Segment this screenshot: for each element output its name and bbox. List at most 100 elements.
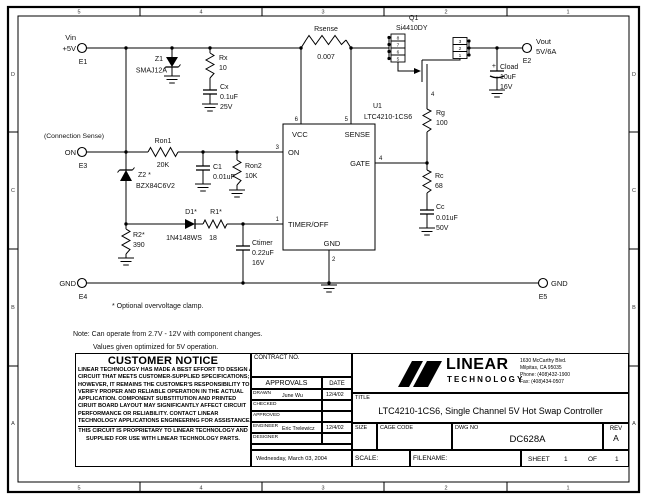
u1-pin-number-2: 2 bbox=[332, 257, 336, 263]
cc-value: 0.01uF bbox=[436, 215, 458, 222]
cage-code-cell: CAGE CODE bbox=[377, 423, 452, 450]
q1-pin-left: 5 bbox=[397, 57, 400, 63]
zone-row-label: C bbox=[11, 188, 15, 194]
q1-part: Si4410DY bbox=[396, 25, 428, 32]
e3-ref: E3 bbox=[79, 163, 88, 170]
approval-row-designer: DESIGNER bbox=[251, 433, 322, 444]
ctimer-ref: Ctimer bbox=[252, 240, 273, 247]
approval-date: 12/4/02 bbox=[326, 425, 344, 431]
ron2-ref: Ron2 bbox=[245, 163, 262, 170]
role-label: APPROVED bbox=[253, 413, 280, 418]
component-cc: Cc 0.01uF 50V bbox=[420, 204, 458, 232]
terminal-e3: (Connection Sense) ON E3 bbox=[44, 133, 104, 170]
component-rsense: Rsense 0.007 bbox=[305, 26, 347, 61]
approval-row-engineer: ENGINEER Eric Trelewicz bbox=[251, 422, 322, 433]
zone-row-label: B bbox=[11, 305, 15, 311]
component-ctimer: Ctimer 0.22uF 16V bbox=[236, 240, 274, 267]
customer-notice-title: CUSTOMER NOTICE bbox=[107, 355, 219, 367]
ron1-value: 20K bbox=[157, 162, 170, 169]
u1-pin-number-3: 3 bbox=[276, 145, 280, 151]
u1-ref: U1 bbox=[373, 103, 382, 110]
zone-col-label: 4 bbox=[199, 10, 202, 16]
rg-value: 100 bbox=[436, 120, 448, 127]
e2-name: Vout bbox=[536, 37, 552, 46]
zone-row-label: A bbox=[11, 421, 15, 427]
approval-date-approved bbox=[322, 411, 352, 422]
e4-ref: E4 bbox=[79, 294, 88, 301]
d1-ref: D1* bbox=[185, 209, 197, 216]
rev-value: A bbox=[613, 433, 619, 443]
component-cload: + Cload 10uF 16V bbox=[489, 63, 518, 91]
company-address-line: Phone: (408)432-1900 bbox=[520, 372, 571, 378]
sheet-of-label: OF bbox=[588, 456, 598, 463]
sheet-number: 1 bbox=[564, 456, 568, 463]
approval-row-drawn: DRAWN June Wu bbox=[251, 389, 322, 400]
notice-footer-line: THIS CIRCUIT IS PROPRIETARY TO LINEAR TE… bbox=[78, 428, 248, 435]
approval-date-designer bbox=[322, 433, 352, 444]
d1-value: 1N4148WS bbox=[166, 235, 202, 242]
company-address-line: Milpitas, CA 95035 bbox=[520, 365, 562, 371]
zone-row-label: A bbox=[632, 421, 636, 427]
zone-col-label: 5 bbox=[77, 10, 80, 16]
title-label: TITLE bbox=[355, 395, 370, 401]
sheet-total: 1 bbox=[615, 456, 619, 463]
ctimer-rating: 16V bbox=[252, 260, 265, 267]
c1-ref: C1 bbox=[213, 164, 222, 171]
zone-row-label: D bbox=[11, 72, 15, 78]
zone-col-label: 2 bbox=[444, 10, 447, 16]
approval-row-approved: APPROVED bbox=[251, 411, 322, 422]
dwg-no-label: DWG NO bbox=[455, 425, 479, 431]
component-cx: Cx 0.1uF 25V bbox=[203, 84, 238, 111]
z2-ref: Z2 * bbox=[138, 172, 151, 179]
rsense-value: 0.007 bbox=[317, 54, 335, 61]
r1-value: 18 bbox=[209, 235, 217, 242]
cx-ref: Cx bbox=[220, 84, 229, 91]
q1-gate-pin-number: 4 bbox=[431, 92, 435, 98]
u1-pin-timer: TIMER/OFF bbox=[288, 220, 329, 229]
z2-value: BZX84C6V2 bbox=[136, 183, 175, 190]
r2-ref: R2* bbox=[133, 232, 145, 239]
junction-dots bbox=[124, 35, 499, 285]
approver-name: June Wu bbox=[282, 393, 303, 399]
approval-date-engineer: 12/4/02 bbox=[322, 422, 352, 433]
e2-rating: 5V/6A bbox=[536, 47, 556, 56]
zone-labels: 5 4 3 2 1 5 4 3 2 1 D C B A D C B A bbox=[11, 10, 636, 492]
company-cell: LINEAR TECHNOLOGY 1630 McCarthy Blvd. Mi… bbox=[352, 353, 629, 393]
component-rx: Rx 10 bbox=[204, 52, 228, 79]
ground-symbols bbox=[117, 75, 506, 293]
wires bbox=[86, 39, 539, 284]
component-r2: R2* 390 bbox=[120, 228, 145, 255]
u1-pin-vcc: VCC bbox=[292, 130, 308, 139]
e2-ref: E2 bbox=[523, 58, 532, 65]
company-name-line2: TECHNOLOGY bbox=[447, 375, 525, 384]
sheet-border bbox=[6, 5, 641, 494]
zone-col-label: 4 bbox=[199, 486, 202, 492]
cx-value: 0.1uF bbox=[220, 94, 238, 101]
sheet-cell: SHEET 1 OF 1 bbox=[521, 450, 629, 467]
cload-value: 10uF bbox=[500, 74, 516, 81]
q1-pin-left: 7 bbox=[397, 43, 400, 49]
u1-pin-sense: SENSE bbox=[345, 130, 370, 139]
terminal-e5: GND E5 bbox=[537, 277, 568, 301]
title-block: CUSTOMER NOTICE LINEAR TECHNOLOGY HAS MA… bbox=[75, 353, 629, 467]
role-label: DRAWN bbox=[253, 391, 271, 396]
r2-value: 390 bbox=[133, 242, 145, 249]
role-label: DESIGNER bbox=[253, 435, 279, 440]
notice-line: CIRUIT BOARD LAYOUT MAY SIGNIFICANTLY AF… bbox=[78, 403, 247, 410]
notice-line: VERIFY PROPER AND RELIABLE OPERATION IN … bbox=[78, 388, 244, 395]
sheet-label: SHEET bbox=[528, 456, 550, 463]
component-d1: D1* 1N4148WS bbox=[166, 209, 202, 242]
notice-line: HOWEVER, IT REMAINS THE CUSTOMER'S RESPO… bbox=[78, 381, 250, 388]
q1-ref: Q1 bbox=[409, 15, 418, 22]
size-label: SIZE bbox=[355, 425, 368, 431]
notice-footer-line: SUPPLIED FOR USE WITH LINEAR TECHNOLOGY … bbox=[86, 435, 240, 442]
notice-line: TECHNOLOGY APPLICATIONS ENGINEERING FOR … bbox=[78, 418, 252, 425]
drawing-title: LTC4210-1CS6, Single Channel 5V Hot Swap… bbox=[378, 406, 603, 416]
u1-pin-number-6: 6 bbox=[295, 117, 299, 123]
connection-sense-note: (Connection Sense) bbox=[44, 133, 104, 140]
approvals-header: APPROVALS bbox=[251, 377, 322, 389]
e5-name: GND bbox=[551, 279, 568, 288]
company-name: LINEAR bbox=[446, 356, 509, 373]
values-note: Values given optimized for 5V operation. bbox=[93, 344, 218, 351]
